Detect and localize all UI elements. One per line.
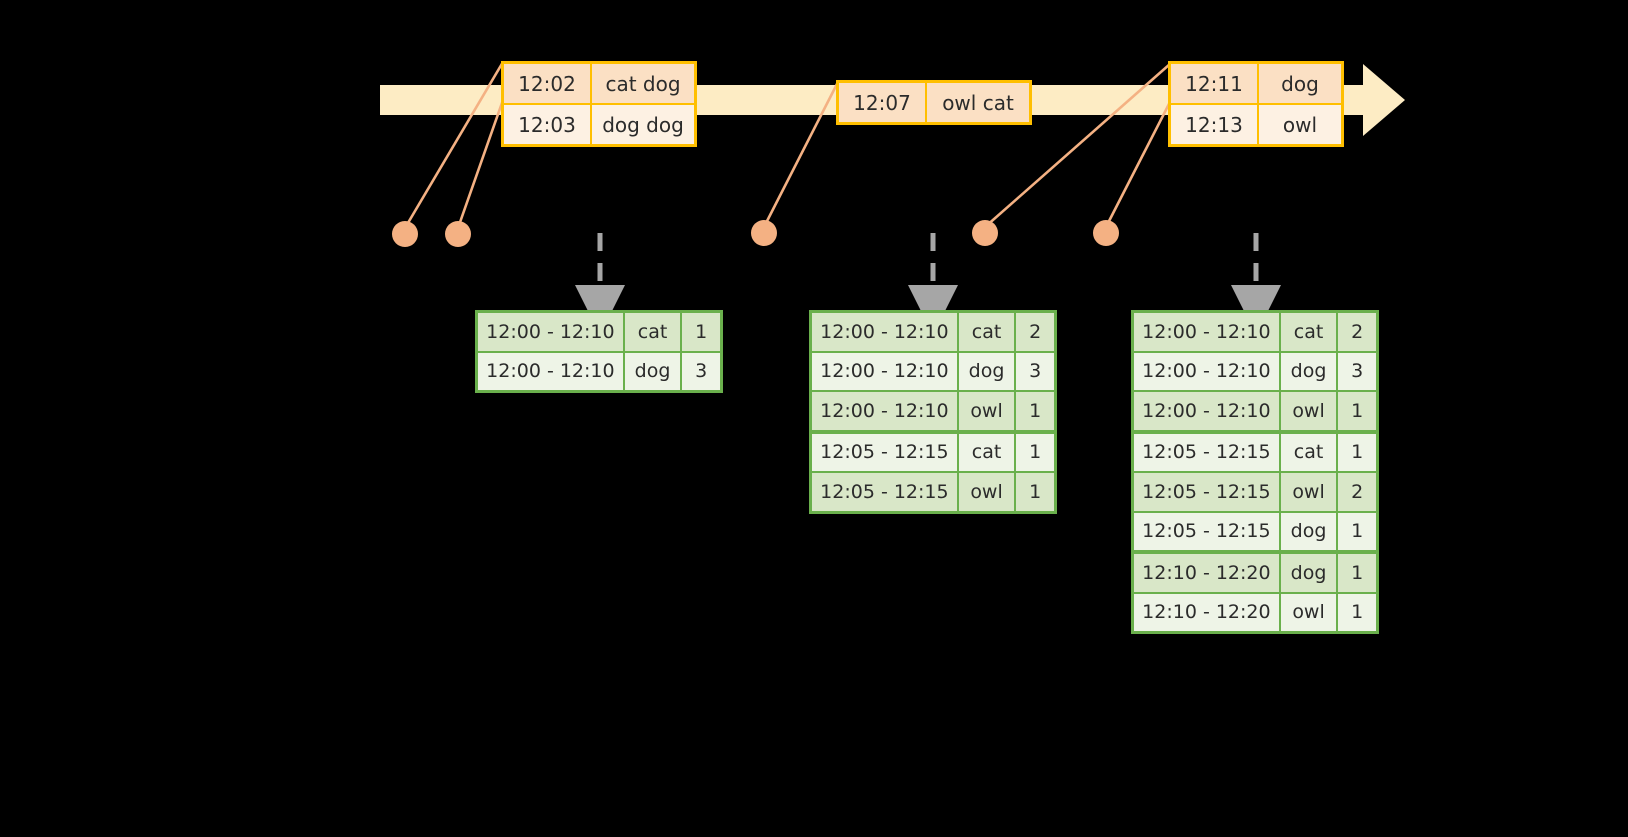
event-row: 12:13 owl (1171, 103, 1341, 144)
cell-word: dog (1280, 554, 1339, 592)
timeline-arrow-head (1363, 64, 1405, 136)
cell-window: 12:00 - 12:10 (812, 352, 959, 390)
event-row: 12:03 dog dog (504, 103, 694, 144)
cell-word: cat (624, 313, 683, 351)
cell-window: 12:00 - 12:10 (1134, 352, 1281, 390)
cell-word: owl (1280, 392, 1339, 430)
cell-count: 1 (682, 313, 720, 351)
cell-window: 12:05 - 12:15 (1134, 512, 1281, 550)
event-words: cat dog (592, 64, 694, 103)
cell-word: dog (1280, 512, 1339, 550)
cell-count: 1 (1338, 554, 1376, 592)
cell-window: 12:00 - 12:10 (812, 313, 959, 351)
cell-window: 12:00 - 12:10 (478, 313, 625, 351)
cell-count: 3 (1016, 352, 1054, 390)
event-dot-1203 (445, 221, 471, 247)
event-row: 12:07 owl cat (839, 83, 1029, 122)
cell-word: owl (958, 473, 1017, 511)
event-time: 12:11 (1171, 64, 1259, 103)
cell-word: owl (958, 392, 1017, 430)
cell-word: cat (1280, 313, 1339, 351)
event-time: 12:07 (839, 83, 927, 122)
event-dot-1207 (751, 220, 777, 246)
cell-count: 3 (682, 352, 720, 390)
event-words: owl (1282, 112, 1318, 137)
cell-count: 3 (1338, 352, 1376, 390)
cell-count: 1 (1338, 433, 1376, 471)
event-time: 12:13 (1171, 105, 1259, 144)
cell-window: 12:05 - 12:15 (1134, 433, 1281, 471)
cell-count: 1 (1016, 392, 1054, 430)
event-dot-1211 (972, 220, 998, 246)
cell-window: 12:00 - 12:10 (1134, 392, 1281, 430)
cell-window: 12:00 - 12:10 (478, 352, 625, 390)
cell-word: dog (958, 352, 1017, 390)
cell-window: 12:10 - 12:20 (1134, 593, 1281, 631)
event-row: 12:11 dog (1171, 64, 1341, 103)
cell-window: 12:00 - 12:10 (1134, 313, 1281, 351)
cell-count: 1 (1338, 392, 1376, 430)
cell-count: 1 (1338, 593, 1376, 631)
event-dot-1202 (392, 221, 418, 247)
cell-window: 12:10 - 12:20 (1134, 554, 1281, 592)
event-words: owl cat (927, 83, 1029, 122)
connector-1213 (1104, 101, 1172, 228)
cell-count: 2 (1016, 313, 1054, 351)
cell-count: 2 (1338, 313, 1376, 351)
event-words: dog (1259, 64, 1341, 103)
cell-word: cat (958, 433, 1017, 471)
cell-word: owl (1280, 593, 1339, 631)
connector-1203 (456, 99, 505, 229)
cell-word: cat (958, 313, 1017, 351)
cell-count: 1 (1338, 512, 1376, 550)
cell-count: 2 (1338, 473, 1376, 511)
cell-count: 1 (1016, 433, 1054, 471)
cell-count: 1 (1016, 473, 1054, 511)
event-group-c: 12:11 dog 12:13 owl (1168, 61, 1344, 147)
cell-word: owl (1280, 473, 1339, 511)
cell-window: 12:00 - 12:10 (812, 392, 959, 430)
cell-window: 12:05 - 12:15 (1134, 473, 1281, 511)
event-words: dog dog (602, 112, 684, 137)
cell-word: cat (1280, 433, 1339, 471)
event-group-b: 12:07 owl cat (836, 80, 1032, 125)
cell-word: dog (1280, 352, 1339, 390)
cell-window: 12:05 - 12:15 (812, 433, 959, 471)
event-time: 12:03 (504, 105, 592, 144)
event-group-a: 12:02 cat dog 12:03 dog dog (501, 61, 697, 147)
cell-window: 12:05 - 12:15 (812, 473, 959, 511)
event-dot-1213 (1093, 220, 1119, 246)
event-row: 12:02 cat dog (504, 64, 694, 103)
event-time: 12:02 (504, 64, 592, 103)
cell-word: dog (624, 352, 683, 390)
